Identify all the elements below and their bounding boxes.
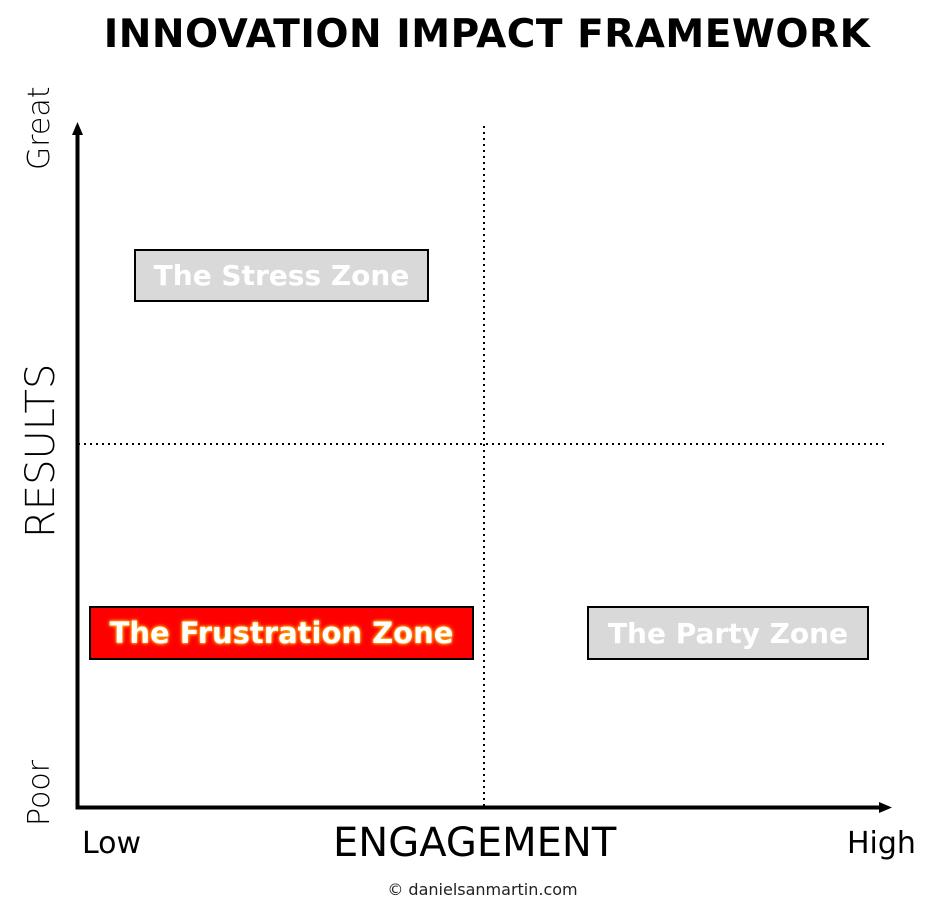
zone-stress: The Stress Zone bbox=[134, 249, 429, 302]
y-axis-high-label: Great bbox=[22, 86, 57, 170]
zone-party: The Party Zone bbox=[587, 606, 869, 660]
copyright-footer: © danielsanmartin.com bbox=[387, 880, 578, 899]
y-axis-title: RESULTS bbox=[18, 363, 64, 538]
x-axis-arrow-icon bbox=[879, 802, 892, 813]
y-axis-arrow-icon bbox=[72, 122, 83, 135]
x-axis-low-label: Low bbox=[82, 826, 142, 861]
y-axis-low-label: Poor bbox=[22, 759, 57, 826]
zone-stress-label: The Stress Zone bbox=[153, 259, 410, 292]
zone-frustration-label: The Frustration Zone bbox=[109, 616, 454, 650]
x-axis-title: ENGAGEMENT bbox=[333, 820, 617, 866]
zone-frustration: The Frustration Zone bbox=[89, 606, 474, 660]
x-axis-high-label: High bbox=[847, 826, 916, 861]
diagram-title: INNOVATION IMPACT FRAMEWORK bbox=[103, 12, 871, 57]
zone-party-label: The Party Zone bbox=[607, 616, 849, 650]
